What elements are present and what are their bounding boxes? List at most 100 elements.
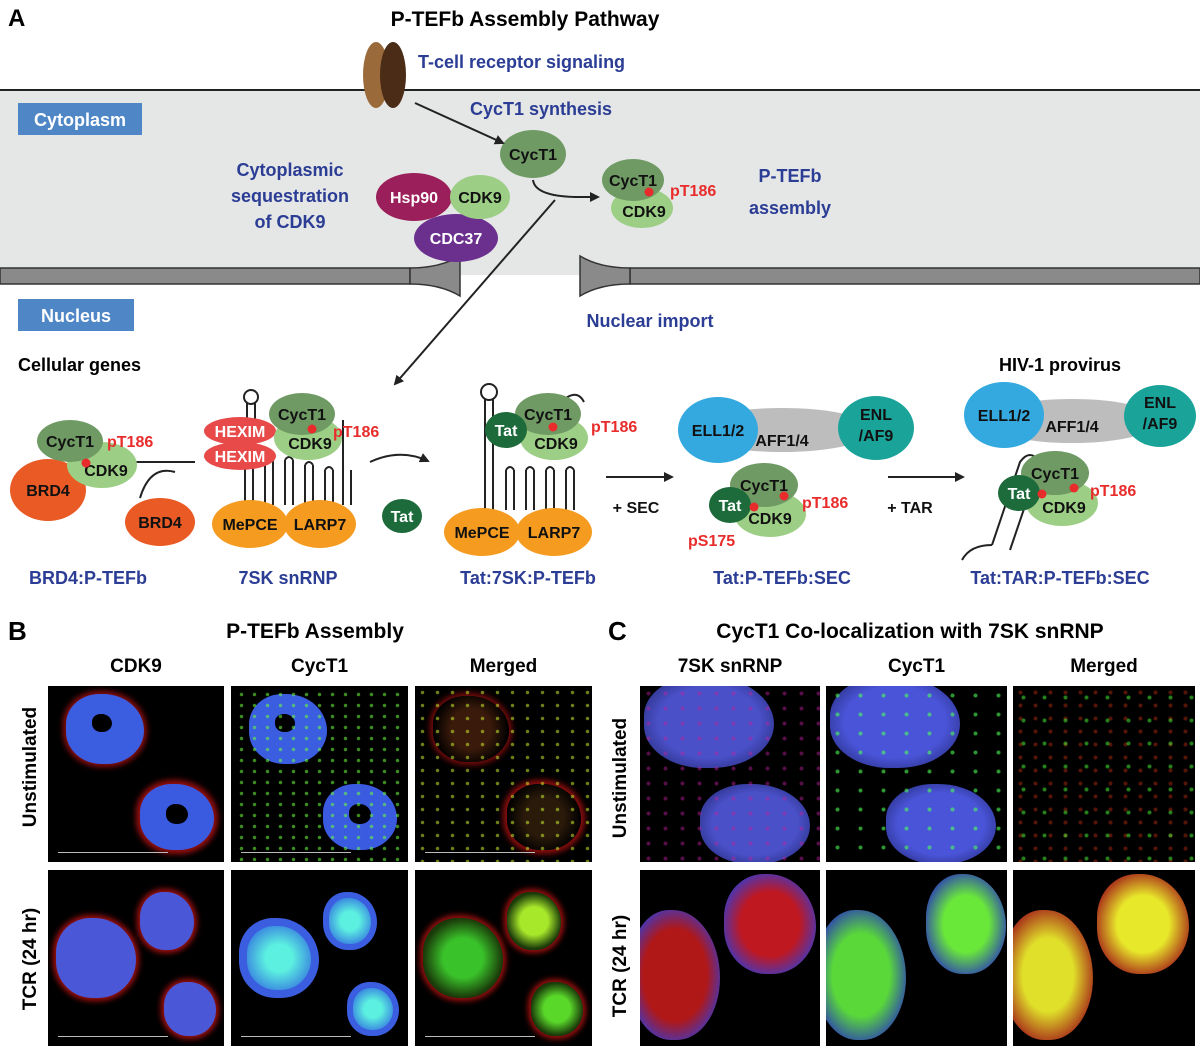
micrograph-c-7sk-unstim [640,686,820,862]
brd4-protein-free [125,498,195,546]
pathway-diagram: A P-TEFb Assembly Pathway T-cell recepto… [0,5,1200,588]
cyct1-label-assembled: CycT1 [609,173,657,190]
tat-binding-arrow [369,453,430,463]
cyct1-protein-free [500,130,566,178]
cytoplasm-tag-label: Cytoplasm [34,110,126,130]
tcr-receptor-icon [363,42,406,108]
cytoplasm-region [0,90,1200,275]
ps175-label: pS175 [688,533,735,550]
cyct1-label-2: CycT1 [278,407,326,424]
tat-label-5: Tat [1008,486,1031,503]
cyct1-protein-2 [269,393,335,435]
tat-protein-4 [709,487,751,523]
panel-b-letter: B [8,616,27,646]
ell-label-2: ELL1/2 [978,408,1031,425]
cdc37-label: CDC37 [430,231,483,248]
nuclear-pore-left [409,254,461,298]
7sk-snrnp-complex: HEXIM HEXIM CycT1 CDK9 pT186 MePCE LARP7 [204,389,379,548]
cyct1-synthesis-label: CycT1 synthesis [470,99,612,119]
cyct1-protein-1 [37,420,103,462]
panel-c-col-7sk: 7SK snRNP [677,656,783,677]
cyct1-label-1: CycT1 [46,434,94,451]
tat-7sk-ptefb-complex: CycT1 CDK9 Tat pT186 MePCE LARP7 [444,383,637,556]
panel-b-col-merged: Merged [469,656,538,677]
import-arrow [393,199,556,386]
assembly-arrow [532,179,600,202]
enl-label-2b: /AF9 [1143,416,1178,433]
pt186-label-1: pT186 [107,434,153,451]
mepce-protein-1 [212,500,288,548]
larp7-protein-2 [516,508,592,556]
hexim-protein-1 [204,417,276,445]
complex-label-tat-sec: Tat:P-TEFb:SEC [713,568,851,588]
panel-c-row-unstimulated: Unstimulated [610,717,631,839]
tar-step-label: + TAR [887,500,933,517]
phospho-site-icon [81,458,91,468]
enl-label-1b: /AF9 [859,428,894,445]
cdk9-label-2: CDK9 [288,436,332,453]
cdc37-protein [414,214,498,262]
nucleus-tag [18,299,134,331]
cellular-genes-label: Cellular genes [18,355,141,375]
aff-label-2: AFF1/4 [1045,419,1098,436]
cdk9-label-cytoplasm: CDK9 [458,190,502,207]
micrograph-c-merged-tcr [1013,870,1195,1046]
tat-label-3: Tat [495,423,518,440]
complex-label-brd4: BRD4:P-TEFb [29,568,147,588]
tat-label-free: Tat [391,509,414,526]
panel-b-row-unstimulated: Unstimulated [20,706,41,828]
micrograph-c-7sk-tcr [640,870,820,1046]
mepce-protein-2 [444,508,520,556]
complex-label-7sk: 7SK snRNP [238,568,337,588]
hexim-label-2: HEXIM [215,449,266,466]
panel-c-letter: C [608,616,627,646]
complex-label-tat-7sk: Tat:7SK:P-TEFb [460,568,596,588]
micrograph-c-cyct1-unstim [826,686,1007,862]
panel-b-col-cyct1: CycT1 [290,656,349,677]
ell-label-1: ELL1/2 [692,423,745,440]
panel-b-col-cdk9: CDK9 [110,656,162,677]
tat-label-4: Tat [719,498,742,515]
complex-label-tar-sec: Tat:TAR:P-TEFb:SEC [970,568,1149,588]
brd4-label: BRD4 [26,483,70,500]
pt186-label-5: pT186 [1090,483,1136,500]
micrograph-b-cyct1-unstim [231,686,408,862]
mepce-label-2: MePCE [454,525,509,542]
panel-b-row-tcr: TCR (24 hr) [20,907,41,1011]
panel-c-col-merged: Merged [1070,656,1138,677]
cdk9-label-4: CDK9 [748,511,792,528]
brd4-protein [10,459,86,521]
micrograph-b-cdk9-tcr [48,870,224,1046]
micrograph-b-merged-unstim [415,686,592,862]
pt186-label-assembled: pT186 [670,183,716,200]
hiv-provirus-label: HIV-1 provirus [999,355,1121,375]
phospho-site-icon [307,424,317,434]
micrograph-c-merged-unstim [1013,686,1195,862]
phospho-site-icon [779,491,789,501]
tcr-signaling-label: T-cell receptor signaling [418,52,625,72]
panel-a-letter: A [8,5,25,32]
cyct1-label-5: CycT1 [1031,466,1079,483]
sequestration-label-3: of CDK9 [255,212,326,232]
brd4-ptefb-complex: BRD4 CycT1 CDK9 pT186 BRD4 [10,420,195,546]
brd4-label-free: BRD4 [138,515,182,532]
cyct1-label-free: CycT1 [509,147,557,164]
enl-label-1a: ENL [860,407,892,424]
cdk9-label-1: CDK9 [84,463,128,480]
hexim-label-1: HEXIM [215,424,266,441]
sequestration-label-1: Cytoplasmic [236,160,343,180]
cyct1-protein-3 [515,393,581,435]
pt186-label-4: pT186 [802,495,848,512]
hexim-protein-2 [204,442,276,470]
panel-c-title: CycT1 Co-localization with 7SK snRNP [716,620,1104,643]
tat-ptefb-sec-complex: AFF1/4 ELL1/2 ENL /AF9 CycT1 CDK9 Tat pT… [678,396,914,550]
aff-label-1: AFF1/4 [755,433,808,450]
larp7-protein-1 [284,500,356,548]
larp7-label-2: LARP7 [528,525,581,542]
cdk9-protein-cytoplasm [450,175,510,219]
sec-step-label: + SEC [613,500,660,517]
micrograph-c-cyct1-tcr [826,870,1007,1046]
pt186-label-3: pT186 [591,419,637,436]
phospho-site-icon [749,502,759,512]
cyct1-label-4: CycT1 [740,478,788,495]
